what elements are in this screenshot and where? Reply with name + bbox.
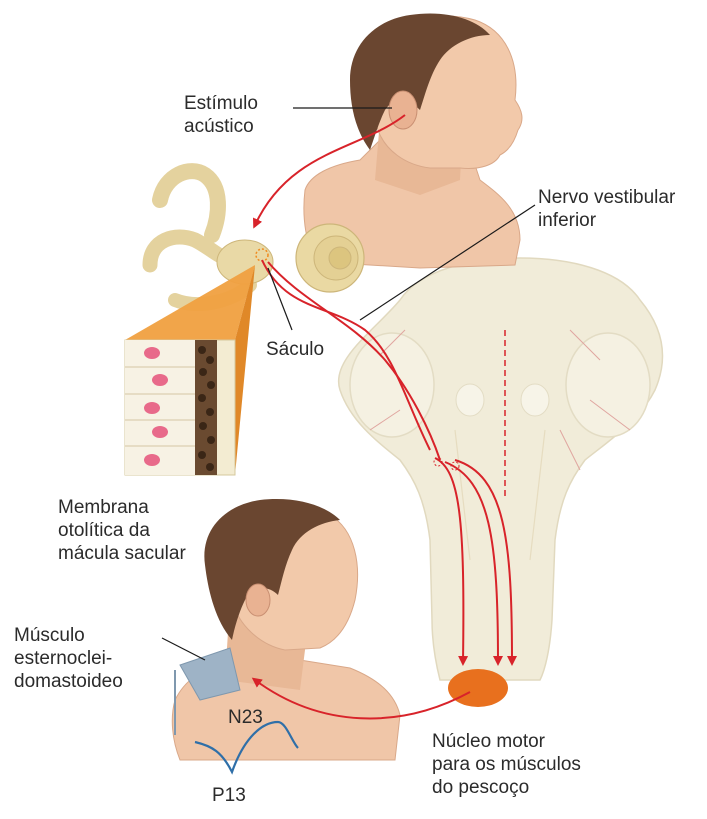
brainstem: [339, 258, 663, 680]
label-p13-text: P13: [212, 784, 246, 807]
label-inferior-vestibular-nerve-line1: Nervo vestibular: [538, 186, 675, 209]
cerebellar-peduncle-right: [566, 333, 650, 437]
label-otolithic-membrane-line3: mácula sacular: [58, 542, 186, 565]
colliculus-right: [521, 384, 549, 416]
bottom-head-ear: [246, 584, 270, 616]
label-n23-text: N23: [228, 706, 263, 729]
colliculus-left: [456, 384, 484, 416]
bottom-head: [172, 499, 400, 760]
label-sternocleidomastoid: Músculo esternoclei- domastoideo: [14, 624, 123, 693]
label-motor-nucleus: Núcleo motor para os músculos do pescoço: [432, 730, 581, 799]
label-acoustic-stimulus: Estímulo acústico: [184, 92, 258, 138]
label-motor-nucleus-line2: para os músculos: [432, 753, 581, 776]
label-saccule: Sáculo: [266, 338, 324, 361]
leader-saccule: [268, 268, 292, 330]
cochlea-inner: [329, 247, 351, 269]
label-n23: N23: [228, 706, 263, 729]
macula-callout: [125, 265, 255, 475]
callout-wedge: [125, 265, 255, 340]
label-otolithic-membrane-line2: otolítica da: [58, 519, 186, 542]
label-p13: P13: [212, 784, 246, 807]
label-acoustic-stimulus-line2: acústico: [184, 115, 258, 138]
hair-cell-layer: [125, 340, 195, 475]
brainstem-body: [339, 258, 663, 680]
label-sternocleidomastoid-line2: esternoclei-: [14, 647, 123, 670]
label-saccule-text: Sáculo: [266, 338, 324, 361]
label-sternocleidomastoid-line1: Músculo: [14, 624, 123, 647]
cochlea: [296, 224, 364, 292]
label-otolithic-membrane-line1: Membrana: [58, 496, 186, 519]
label-motor-nucleus-line1: Núcleo motor: [432, 730, 581, 753]
semicircular-canal-anterior: [160, 171, 218, 235]
label-inferior-vestibular-nerve: Nervo vestibular inferior: [538, 186, 675, 232]
leader-sternocleidomastoid: [162, 638, 205, 660]
label-acoustic-stimulus-line1: Estímulo: [184, 92, 258, 115]
label-inferior-vestibular-nerve-line2: inferior: [538, 209, 675, 232]
cerebellar-peduncle-left: [350, 333, 434, 437]
label-otolithic-membrane: Membrana otolítica da mácula sacular: [58, 496, 186, 565]
label-motor-nucleus-line3: do pescoço: [432, 776, 581, 799]
motor-nucleus: [448, 669, 508, 707]
label-sternocleidomastoid-line3: domastoideo: [14, 670, 123, 693]
